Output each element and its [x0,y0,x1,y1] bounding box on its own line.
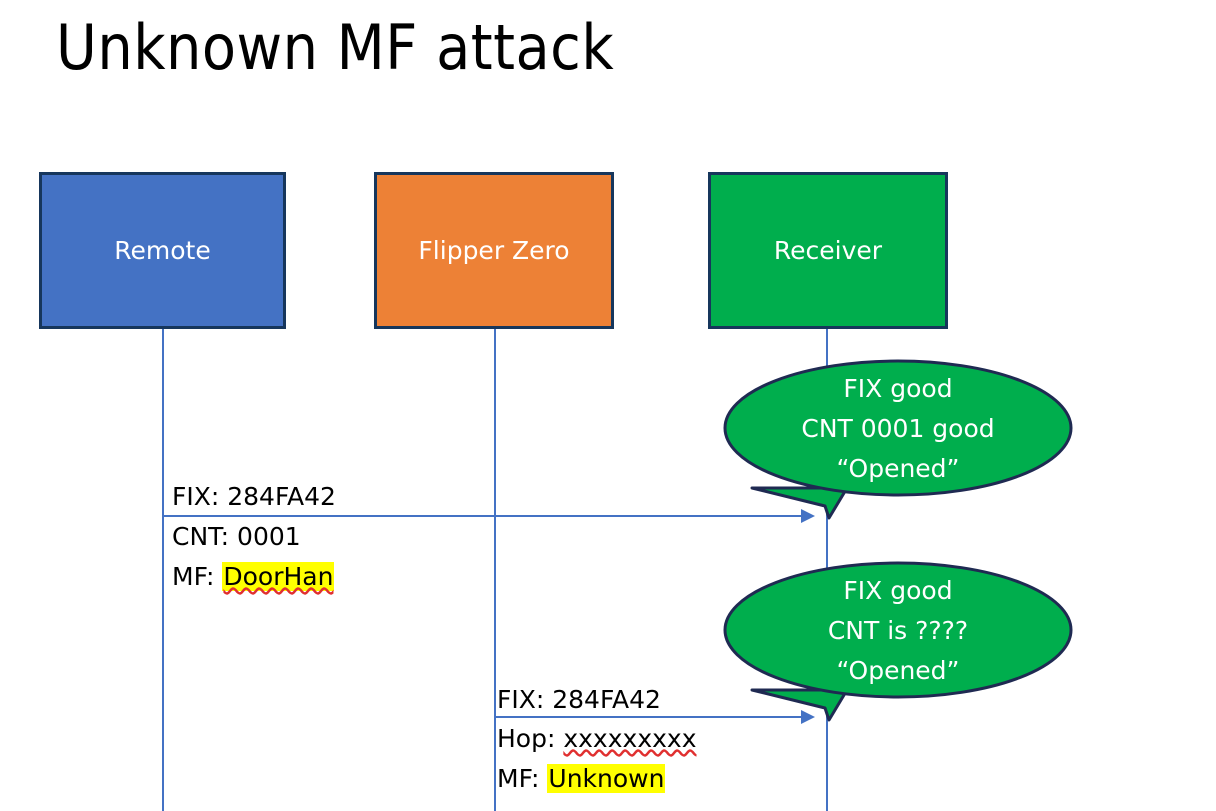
message-2-details: Hop: xxxxxxxxx MF: Unknown [497,719,697,799]
callout-shape-1 [723,359,1073,520]
message-2-hop-value: xxxxxxxxx [563,724,697,753]
actor-box-remote[interactable]: Remote [39,172,286,329]
message-arrow-flipper-to-receiver [495,710,815,724]
actor-box-flipper-zero[interactable]: Flipper Zero [374,172,614,329]
message-1-mf-value: DoorHan [222,562,335,591]
actor-label-flipper-zero: Flipper Zero [418,235,570,265]
message-2-hop-line: Hop: xxxxxxxxx [497,719,697,759]
callout-bubble-first-response[interactable]: FIX good CNT 0001 good “Opened” [722,358,1074,520]
lifeline-remote [162,329,164,811]
message-1-details: CNT: 0001 MF: DoorHan [172,517,335,597]
message-arrow-remote-to-receiver [163,509,815,523]
callout-shape-2 [723,561,1073,722]
message-2-mf-line: MF: Unknown [497,759,697,799]
message-1-mf-prefix: MF: [172,562,223,591]
actor-label-remote: Remote [114,235,211,265]
callout-bubble-second-response[interactable]: FIX good CNT is ???? “Opened” [722,560,1074,722]
message-2-mf-prefix: MF: [497,764,548,793]
message-1-fix-label: FIX: 284FA42 [172,482,336,511]
page-title: Unknown MF attack [56,11,615,84]
lifeline-flipper-zero [494,329,496,811]
message-2-mf-value: Unknown [547,764,666,793]
message-1-cnt-label: CNT: 0001 [172,522,301,551]
actor-box-receiver[interactable]: Receiver [708,172,948,329]
message-2-fix-label: FIX: 284FA42 [497,685,661,714]
message-2-hop-prefix: Hop: [497,724,564,753]
actor-label-receiver: Receiver [773,235,883,265]
message-1-mf-line: MF: DoorHan [172,557,335,597]
